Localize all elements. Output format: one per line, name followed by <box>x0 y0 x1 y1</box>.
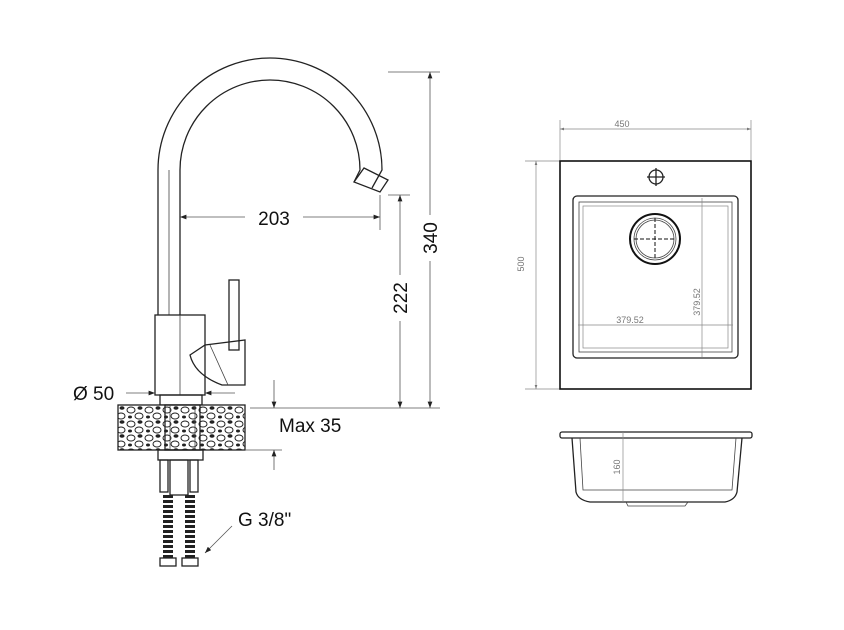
spout-outer <box>157 57 383 315</box>
sink-depth-dimension: 500 <box>516 256 526 271</box>
sink-side-view: 160 <box>559 431 753 507</box>
base-diameter-dimension: Ø 50 <box>73 384 114 405</box>
spout-height-dimension: 222 <box>391 282 412 314</box>
max-thickness-dimension: Max 35 <box>279 416 341 437</box>
bowl-width-dimension: 379.52 <box>616 315 644 325</box>
reach-dimension: 203 <box>258 209 290 230</box>
connection-label: G 3/8" <box>238 510 291 531</box>
hoses <box>159 495 199 567</box>
total-height-dimension: 340 <box>421 222 442 254</box>
countertop <box>117 404 246 451</box>
bowl-height-dimension: 160 <box>612 459 622 474</box>
faucet-drawing: 203 340 222 Ø 50 Max 35 G 3/8" <box>73 57 442 567</box>
sink-top-view: 450 500 379.52 379.52 <box>516 119 752 390</box>
bowl-depth-dimension: 379.52 <box>692 288 702 316</box>
sink-width-dimension: 450 <box>614 119 629 129</box>
spout-inner <box>179 79 361 315</box>
